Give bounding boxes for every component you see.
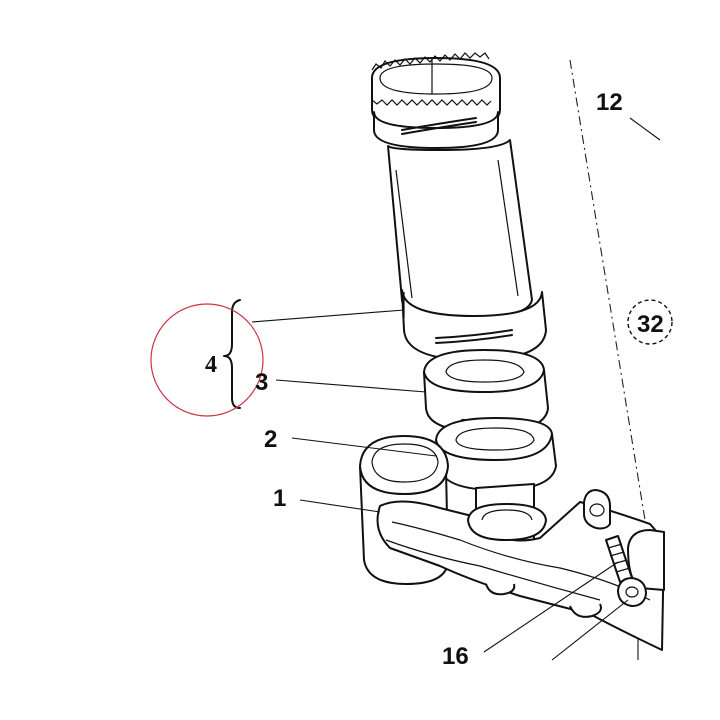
stem-tube: [387, 139, 533, 319]
bearing-ring-lower: [435, 417, 557, 491]
axis-dash-line: [569, 59, 646, 521]
leader-16: [483, 561, 619, 653]
steering-stem: [371, 52, 547, 361]
label-1: 1: [273, 485, 286, 512]
label-4: 4: [205, 352, 217, 378]
leader-4: [251, 309, 405, 323]
leader-16b: [551, 599, 629, 661]
stem-upper-collar: [373, 111, 499, 149]
label-32: 32: [637, 311, 664, 338]
pinch-bolt: [583, 489, 647, 607]
ref-32-circle: [627, 299, 673, 345]
highlight-circle: [150, 303, 264, 417]
bearing-ring-upper: [423, 349, 549, 433]
label-12: 12: [596, 89, 623, 116]
leader-2: [291, 437, 437, 457]
leader-1: [299, 499, 381, 513]
bottom-yoke: [359, 435, 665, 651]
label-16: 16: [442, 643, 469, 670]
label-3: 3: [255, 369, 268, 396]
leader-3: [275, 379, 427, 393]
leader-12: [629, 117, 661, 141]
label-2: 2: [264, 426, 277, 453]
group-bracket: [223, 299, 241, 409]
